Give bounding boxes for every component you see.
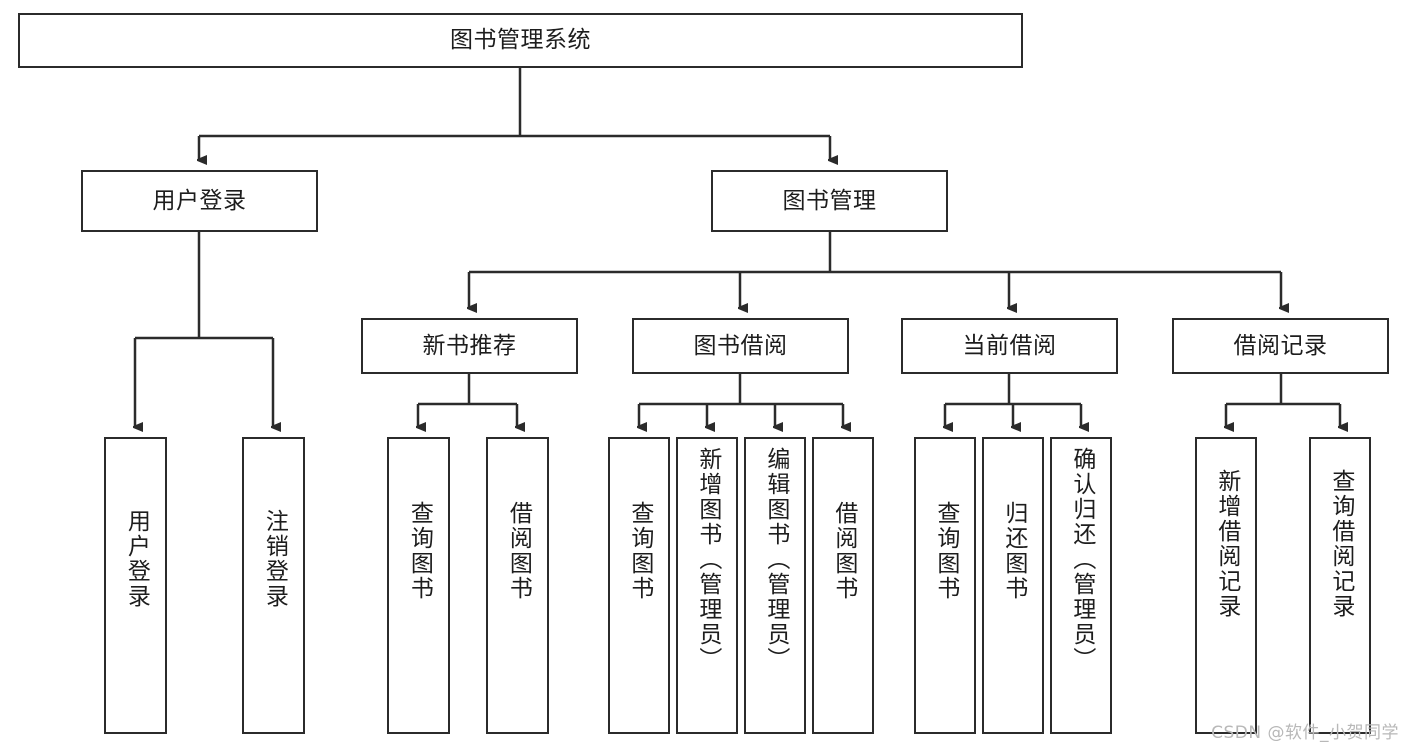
node-root[interactable]: 图书管理系统 xyxy=(18,13,1023,68)
node-user-login-label: 用户登录 xyxy=(152,187,247,214)
node-book-management-label: 图书管理 xyxy=(782,187,877,214)
node-leaf-edit-book-admin-label: 编辑图书（管理员） xyxy=(762,447,789,672)
node-new-book-recommend[interactable]: 新书推荐 xyxy=(361,318,578,374)
node-leaf-borrow-book-label: 借阅图书 xyxy=(830,501,857,601)
node-new-book-recommend-label: 新书推荐 xyxy=(422,332,517,359)
node-leaf-borrow-book-rec-label: 借阅图书 xyxy=(505,501,532,601)
node-leaf-add-book-admin-label: 新增图书（管理员） xyxy=(694,447,721,672)
node-leaf-edit-book-admin[interactable]: 编辑图书（管理员） xyxy=(744,437,806,734)
node-leaf-add-book-admin[interactable]: 新增图书（管理员） xyxy=(676,437,738,734)
node-leaf-borrow-book[interactable]: 借阅图书 xyxy=(812,437,874,734)
node-leaf-confirm-return-admin[interactable]: 确认归还（管理员） xyxy=(1050,437,1112,734)
node-leaf-query-book-cur[interactable]: 查询图书 xyxy=(914,437,976,734)
node-book-borrow-label: 图书借阅 xyxy=(693,332,788,359)
node-leaf-query-borrow-record[interactable]: 查询借阅记录 xyxy=(1309,437,1371,734)
node-leaf-user-login[interactable]: 用户登录 xyxy=(104,437,167,734)
node-leaf-query-book-cur-label: 查询图书 xyxy=(932,501,959,601)
node-leaf-return-book[interactable]: 归还图书 xyxy=(982,437,1044,734)
node-leaf-return-book-label: 归还图书 xyxy=(1000,501,1027,601)
watermark-text: CSDN @软件_小贺同学 xyxy=(1211,723,1399,743)
node-leaf-query-book-rec-label: 查询图书 xyxy=(406,501,433,601)
node-current-borrow[interactable]: 当前借阅 xyxy=(901,318,1118,374)
node-root-label: 图书管理系统 xyxy=(450,27,591,53)
node-borrow-record[interactable]: 借阅记录 xyxy=(1172,318,1389,374)
node-book-borrow[interactable]: 图书借阅 xyxy=(632,318,849,374)
node-current-borrow-label: 当前借阅 xyxy=(962,332,1057,359)
node-leaf-add-borrow-record-label: 新增借阅记录 xyxy=(1213,469,1240,619)
node-leaf-confirm-return-admin-label: 确认归还（管理员） xyxy=(1068,447,1095,672)
node-leaf-query-book-rec[interactable]: 查询图书 xyxy=(387,437,450,734)
node-borrow-record-label: 借阅记录 xyxy=(1233,332,1328,359)
node-book-management[interactable]: 图书管理 xyxy=(711,170,948,232)
node-leaf-query-borrow-record-label: 查询借阅记录 xyxy=(1327,469,1354,619)
node-leaf-add-borrow-record[interactable]: 新增借阅记录 xyxy=(1195,437,1257,734)
node-leaf-logout-label: 注销登录 xyxy=(261,509,288,609)
node-leaf-query-book-borrow[interactable]: 查询图书 xyxy=(608,437,670,734)
node-leaf-query-book-borrow-label: 查询图书 xyxy=(626,501,653,601)
node-user-login[interactable]: 用户登录 xyxy=(81,170,318,232)
node-leaf-logout[interactable]: 注销登录 xyxy=(242,437,305,734)
node-leaf-user-login-label: 用户登录 xyxy=(123,509,150,609)
node-leaf-borrow-book-rec[interactable]: 借阅图书 xyxy=(486,437,549,734)
